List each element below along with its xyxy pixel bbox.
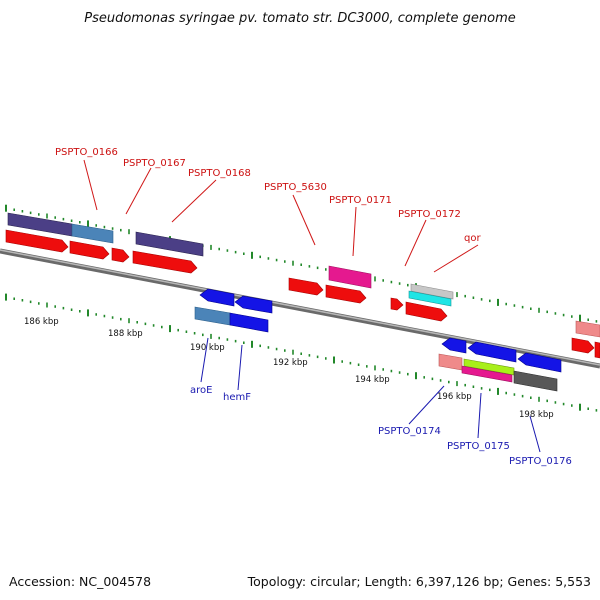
gene-feature[interactable] [461,365,513,383]
gene-feature[interactable] [575,320,600,338]
gene-label-pspto-0172[interactable]: PSPTO_0172 [398,209,461,220]
gene-feature[interactable] [132,250,198,274]
scale-label: 188 kbp [108,329,143,339]
gene-feature[interactable] [408,290,452,307]
scale-label: 192 kbp [273,358,308,368]
gene-feature[interactable] [571,337,595,354]
gene-feature[interactable] [405,301,448,322]
gene-feature[interactable] [441,337,467,354]
gene-feature[interactable] [325,284,367,304]
leader-line [529,415,541,453]
gene-feature[interactable] [513,370,558,392]
gene-feature[interactable] [390,297,404,311]
genes-top [5,212,600,359]
gene-feature[interactable] [410,283,454,300]
leader-line [292,194,316,246]
gene-feature[interactable] [5,229,69,253]
gene-feature[interactable] [229,312,269,333]
ticks-top [5,204,598,323]
ticks-bottom [5,293,598,412]
gene-label-pspto-0168[interactable]: PSPTO_0168 [188,168,251,179]
accession-text: Accession: NC_004578 [9,574,151,589]
leader-line [477,392,482,439]
scale-label: 194 kbp [355,375,390,385]
gene-label-pspto-0166[interactable]: PSPTO_0166 [55,147,118,158]
gene-feature[interactable] [199,288,235,307]
gene-feature[interactable] [69,240,110,260]
leader-line [408,385,445,425]
map-title: Pseudomonas syringae pv. tomato str. DC3… [84,11,516,26]
gene-label-pspto-0167[interactable]: PSPTO_0167 [123,158,186,169]
gene-feature[interactable] [194,306,231,326]
gene-label-hemf[interactable]: hemF [223,392,251,403]
leader-line [237,344,243,391]
genes-bottom [194,288,562,392]
leader-line [404,219,427,267]
leader-lines-bottom [200,337,541,453]
gene-label-qor[interactable]: qor [464,233,481,244]
gene-feature[interactable] [234,295,273,314]
leader-line [433,244,479,273]
scale-label: 186 kbp [24,317,59,327]
gene-label-pspto-0175[interactable]: PSPTO_0175 [447,441,510,452]
gene-labels-top: PSPTO_0166 PSPTO_0167 PSPTO_0168 PSPTO_5… [55,147,481,244]
gene-label-pspto-5630[interactable]: PSPTO_5630 [264,182,327,193]
gene-feature[interactable] [135,231,204,257]
leader-line [171,179,217,223]
scale-labels: 186 kbp 188 kbp 190 kbp 192 kbp 194 kbp … [24,317,554,420]
leader-line [352,206,357,257]
gene-labels-bottom: aroE hemF PSPTO_0174 PSPTO_0175 PSPTO_01… [190,385,572,467]
gene-feature[interactable] [594,341,600,359]
gene-label-pspto-0176[interactable]: PSPTO_0176 [509,456,572,467]
scale-label: 196 kbp [437,392,472,402]
gene-label-pspto-0174[interactable]: PSPTO_0174 [378,426,441,437]
gene-feature[interactable] [71,223,114,244]
scale-label: 198 kbp [519,410,554,420]
leader-line [125,167,152,215]
genome-summary-text: Topology: circular; Length: 6,397,126 bp… [247,574,591,589]
gene-feature[interactable] [328,265,372,289]
gene-feature[interactable] [438,353,463,371]
scale-label: 190 kbp [190,343,225,353]
gene-label-pspto-0171[interactable]: PSPTO_0171 [329,195,392,206]
gene-feature[interactable] [288,277,324,296]
gene-label-aroe[interactable]: aroE [190,385,212,396]
leader-lines-top [83,159,479,273]
leader-line [83,159,98,211]
genome-backbone-highlight [0,249,600,366]
gene-feature[interactable] [467,341,517,363]
gene-feature[interactable] [111,247,130,263]
gene-feature[interactable] [517,352,562,373]
leader-line [200,337,209,383]
